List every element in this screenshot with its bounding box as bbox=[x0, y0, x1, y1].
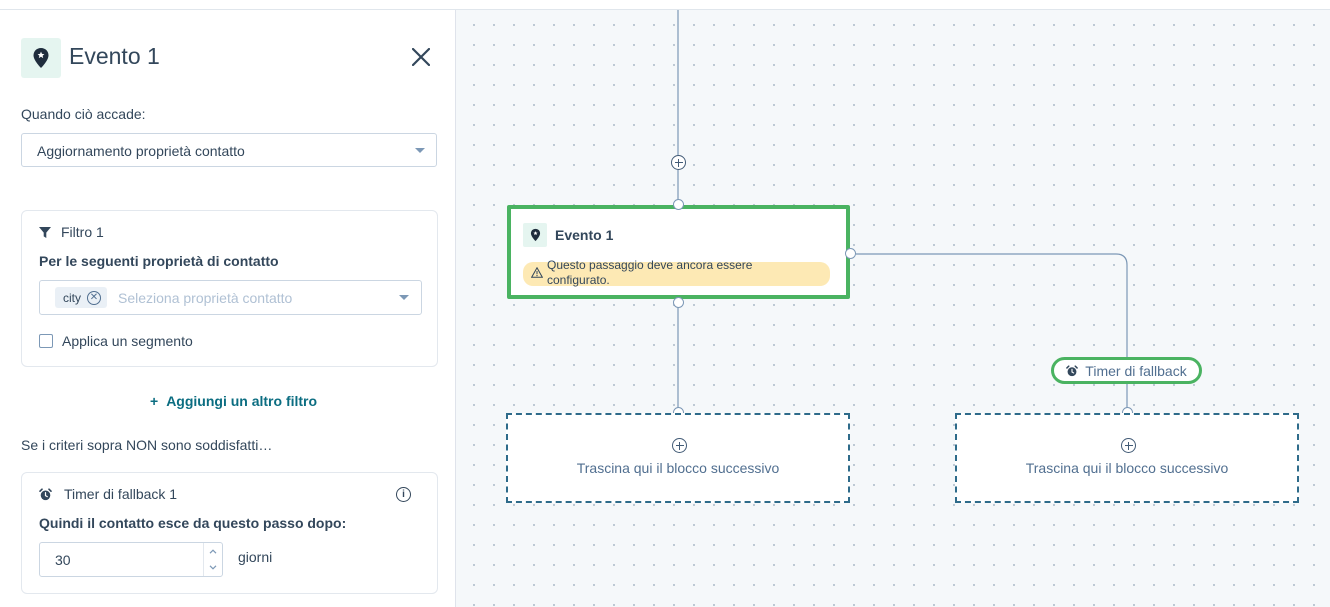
property-select-placeholder: Seleziona proprietà contatto bbox=[118, 290, 293, 306]
top-bar bbox=[0, 0, 1330, 10]
close-button[interactable] bbox=[408, 44, 434, 70]
property-chip-label: city bbox=[63, 290, 81, 305]
fallback-timer-card: Timer di fallback 1 i Quindi il contatto… bbox=[21, 472, 438, 594]
chevron-up-icon bbox=[209, 548, 217, 554]
drop-zone-right-text: Trascina qui il blocco successivo bbox=[1025, 460, 1229, 476]
contact-property-select[interactable]: city ✕ Seleziona proprietà contatto bbox=[39, 280, 422, 315]
close-icon bbox=[412, 48, 430, 66]
map-marker-icon bbox=[21, 38, 61, 78]
add-filter-button[interactable]: + Aggiungi un altro filtro bbox=[150, 393, 317, 409]
output-port-bottom[interactable] bbox=[673, 297, 684, 308]
chevron-down-icon bbox=[209, 564, 217, 570]
filter-icon bbox=[39, 226, 51, 238]
event-node[interactable]: Evento 1 Questo passaggio deve ancora es… bbox=[507, 205, 850, 299]
remove-chip-icon[interactable]: ✕ bbox=[87, 290, 101, 305]
timer-duration-value: 30 bbox=[55, 552, 71, 568]
stepper-up-button[interactable] bbox=[204, 543, 222, 559]
stepper-down-button[interactable] bbox=[204, 559, 222, 575]
apply-segment-row[interactable]: Applica un segmento bbox=[39, 333, 193, 349]
add-step-plus-icon[interactable] bbox=[672, 438, 687, 453]
event-settings-panel: Evento 1 Quando ciò accade: Aggiornament… bbox=[0, 9, 456, 607]
drop-zone-left[interactable]: Trascina qui il blocco successivo bbox=[506, 413, 850, 503]
filter-title: Filtro 1 bbox=[61, 224, 104, 240]
property-chip: city ✕ bbox=[55, 287, 107, 308]
input-port[interactable] bbox=[673, 199, 684, 210]
apply-segment-checkbox[interactable] bbox=[39, 334, 53, 348]
add-step-plus-icon[interactable] bbox=[671, 155, 686, 170]
timer-duration-input[interactable]: 30 bbox=[39, 542, 223, 577]
timer-pill-label: Timer di fallback bbox=[1085, 362, 1187, 379]
trigger-select-value: Aggiornamento proprietà contatto bbox=[37, 143, 245, 159]
timer-unit: giorni bbox=[238, 549, 273, 565]
chevron-down-icon bbox=[399, 295, 409, 300]
panel-title: Evento 1 bbox=[69, 43, 160, 69]
timer-subtitle: Quindi il contatto esce da questo passo … bbox=[39, 515, 347, 531]
warning-text: Questo passaggio deve ancora essere conf… bbox=[547, 258, 753, 287]
alarm-clock-icon bbox=[39, 487, 52, 500]
warning-icon bbox=[531, 267, 543, 278]
drop-zone-left-text: Trascina qui il blocco successivo bbox=[576, 460, 780, 476]
add-step-plus-icon[interactable] bbox=[1121, 438, 1136, 453]
filter-subtitle: Per le seguenti proprietà di contatto bbox=[39, 253, 279, 269]
chevron-down-icon bbox=[415, 148, 425, 153]
map-marker-icon bbox=[523, 223, 547, 247]
connector-lines bbox=[677, 9, 1128, 408]
fallback-timer-pill[interactable]: Timer di fallback bbox=[1051, 357, 1202, 384]
add-filter-label: Aggiungi un altro filtro bbox=[166, 393, 318, 409]
workflow-canvas[interactable]: Evento 1 Questo passaggio deve ancora es… bbox=[456, 9, 1330, 607]
event-node-title: Evento 1 bbox=[555, 227, 614, 243]
trigger-select[interactable]: Aggiornamento proprietà contatto bbox=[21, 133, 437, 167]
output-port-right[interactable] bbox=[845, 248, 856, 259]
filter-card: Filtro 1 Per le seguenti proprietà di co… bbox=[21, 210, 438, 367]
trigger-label: Quando ciò accade: bbox=[21, 106, 146, 122]
info-icon[interactable]: i bbox=[396, 487, 411, 502]
apply-segment-label: Applica un segmento bbox=[62, 333, 193, 349]
configuration-warning: Questo passaggio deve ancora essere conf… bbox=[523, 258, 830, 287]
drop-zone-right[interactable]: Trascina qui il blocco successivo bbox=[955, 413, 1299, 503]
criteria-note: Se i criteri sopra NON sono soddisfatti… bbox=[21, 437, 273, 453]
plus-icon: + bbox=[150, 393, 159, 409]
timer-stepper bbox=[203, 543, 222, 576]
alarm-clock-icon bbox=[1066, 364, 1079, 376]
timer-title: Timer di fallback 1 bbox=[64, 486, 178, 502]
